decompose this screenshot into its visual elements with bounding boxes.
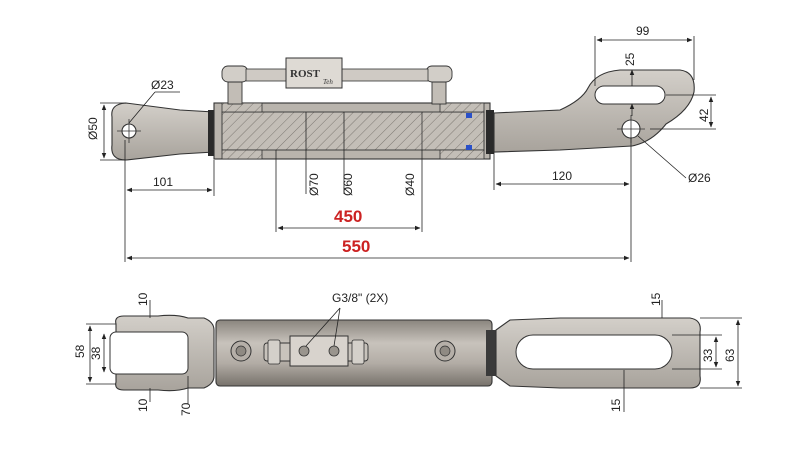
dim-right-hole-diameter: Ø26 (688, 171, 711, 185)
dim-left-prong-top: 10 (136, 292, 150, 306)
dim-total-length: 550 (342, 237, 370, 256)
dim-right-slot-height: 25 (623, 52, 637, 66)
dim-left-outer-height: 58 (73, 344, 87, 358)
dim-rod-diameter-40: Ø40 (403, 173, 417, 196)
dim-right-prong-bottom: 15 (609, 398, 623, 412)
brand-logo: ROST (290, 68, 321, 80)
thread-port-left (298, 345, 310, 357)
dim-right-outer-height: 63 (723, 348, 737, 362)
right-fork-slot (515, 334, 673, 370)
cylinder-body: G3/8" (2X) (215, 291, 496, 387)
dim-left-inner-height: 38 (89, 346, 103, 360)
valve-block: ROST Teh (221, 57, 453, 105)
right-eye-arm (493, 69, 695, 153)
dim-eye-diameter: Ø23 (151, 78, 174, 92)
dim-eye-height: Ø50 (86, 117, 100, 140)
dim-right-hole-offset-v: 42 (697, 108, 711, 122)
left-eye-arm (111, 102, 216, 161)
right-fork: 15 15 33 63 (495, 292, 742, 412)
left-fork-slot (109, 331, 189, 375)
dim-rod-diameter-60: Ø60 (341, 173, 355, 196)
dim-stroke-length: 450 (334, 207, 362, 226)
left-fork: 10 10 58 38 70 (73, 292, 215, 416)
dim-right-slot-width: 99 (636, 24, 650, 38)
right-slot (594, 85, 666, 105)
thread-port-right (328, 345, 340, 357)
brand-suffix: Teh (323, 78, 333, 86)
dim-left-eye-offset: 101 (153, 175, 173, 189)
bottom-view: 10 10 58 38 70 G3/8" (73, 291, 742, 416)
dim-left-prong-bottom: 10 (136, 398, 150, 412)
dim-thread: G3/8" (2X) (332, 291, 388, 305)
dim-left-fork-depth: 70 (179, 402, 193, 416)
dim-rod-diameter-70: Ø70 (307, 173, 321, 196)
dim-right-inner-height: 33 (701, 348, 715, 362)
top-view: ROST Teh Ø23 Ø50 101 (86, 24, 716, 262)
dim-right-hole-offset-h: 120 (552, 169, 572, 183)
cylinder-section (213, 102, 494, 160)
top-dimensions: Ø23 Ø50 101 Ø70 Ø60 Ø40 120 (86, 24, 716, 262)
dim-right-prong-top: 15 (649, 292, 663, 306)
